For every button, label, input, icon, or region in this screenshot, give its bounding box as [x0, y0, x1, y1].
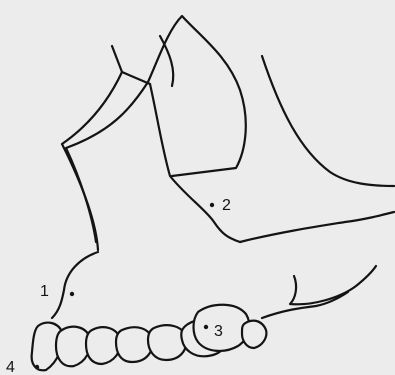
posterior-orbital-curve	[262, 56, 394, 186]
tooth-premolar-1	[116, 327, 152, 362]
landmark-4-label: 4	[6, 359, 15, 375]
landmark-3-dot	[204, 325, 208, 329]
landmark-1-dot	[70, 292, 74, 296]
tooth-row	[32, 305, 267, 371]
orbital-outline	[112, 16, 246, 176]
landmark-3-label: 3	[214, 323, 223, 340]
anterior-maxilla-outline	[52, 252, 98, 318]
tooth-premolar-2	[148, 325, 186, 360]
landmark-2-dot	[210, 203, 214, 207]
tooth-molar-3	[242, 321, 266, 348]
landmark-4-dot	[35, 365, 39, 369]
nasal-bone-inner	[66, 82, 148, 242]
landmark-2-label: 2	[222, 197, 231, 214]
zygomatic-outline	[150, 84, 240, 242]
zygomatic-arch-line	[240, 212, 394, 242]
frontal-process-inner	[160, 36, 173, 86]
landmark-1-label: 1	[40, 283, 49, 300]
maxillary-body-outline	[290, 266, 376, 304]
